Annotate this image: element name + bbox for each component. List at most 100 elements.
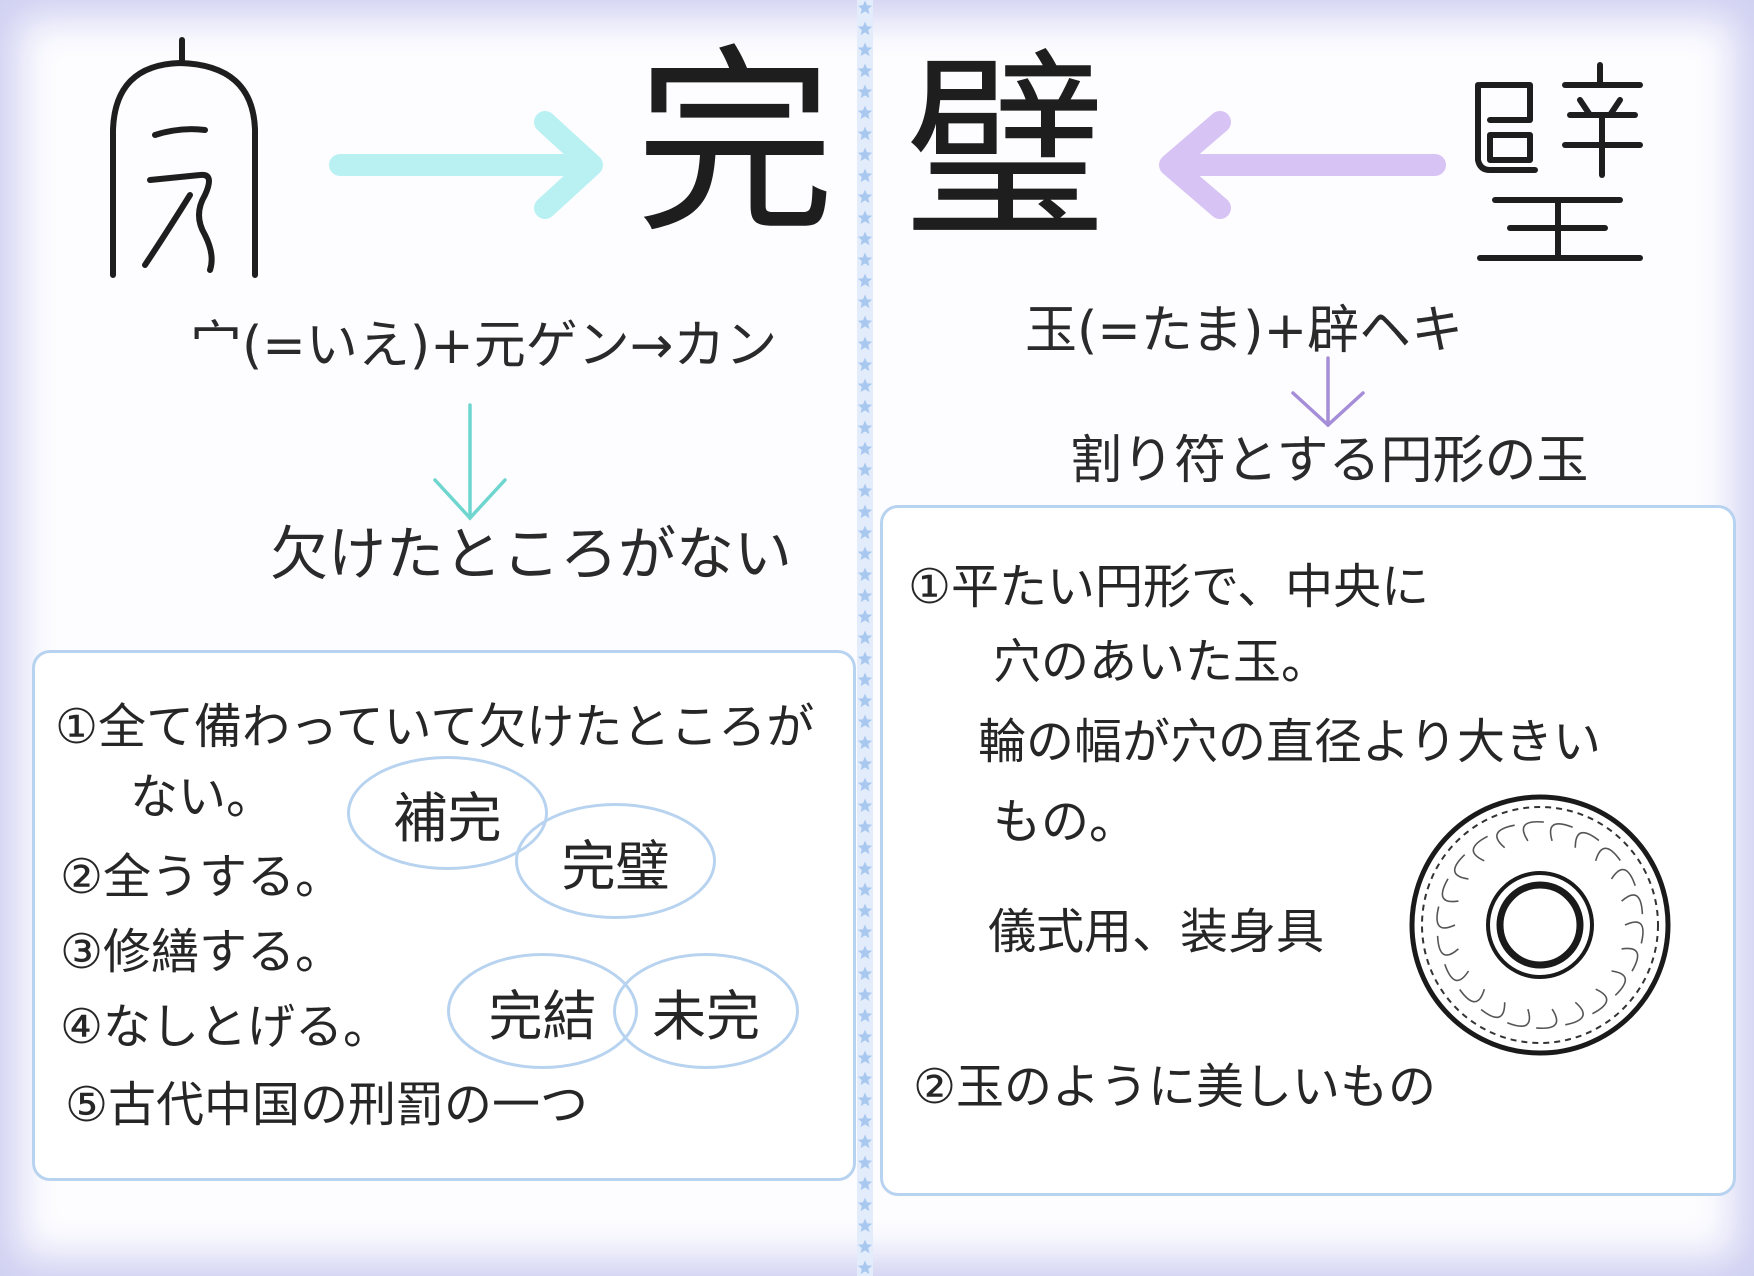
divider-star [857, 924, 873, 939]
divider-star [857, 1197, 873, 1212]
divider-star [857, 21, 873, 36]
down-arrow-left [433, 403, 507, 521]
right-formation-text: 玉(=たま)+辟ヘキ [1025, 301, 1464, 361]
left-meaning-text: 欠けたところがない [270, 520, 793, 588]
right-meaning-text: 割り符とする円形の玉 [1070, 431, 1589, 491]
divider-star [857, 546, 873, 561]
right-item-2: ②玉のように美しいもの [913, 1059, 1437, 1115]
left-formation-text: 宀(=いえ)+元ゲン→カン [190, 316, 778, 376]
divider-star [857, 315, 873, 330]
kanji-heki: 璧 [905, 33, 1106, 266]
divider-star [857, 693, 873, 708]
disc-swirl [1536, 1008, 1558, 1030]
disc-swirl [1441, 878, 1459, 903]
divider-star [857, 756, 873, 771]
right-item-1-usage: 儀式用、装身具 [988, 904, 1325, 960]
disc-swirl [1549, 823, 1573, 842]
disc-swirl [1459, 988, 1486, 1003]
left-definition-box: ①全て備わっていて欠けたところが ない。 ②全うする。 ③修繕する。 ④なしとげ… [32, 650, 856, 1181]
divider-star [857, 462, 873, 477]
divider-star [857, 378, 873, 393]
left-arrow-purple [1159, 111, 1446, 219]
left-item-4: ④なしとげる。 [60, 999, 392, 1055]
compound-mikan: 未完 [613, 953, 799, 1069]
compound-kanketsu: 完結 [447, 953, 638, 1069]
disc-swirl [1624, 921, 1644, 944]
divider-star [857, 126, 873, 141]
disc-swirl [1522, 820, 1544, 842]
divider-star [857, 63, 873, 78]
right-item-1: ①平たい円形で、中央に [908, 559, 1430, 615]
divider-star [857, 294, 873, 309]
divider-star [857, 525, 873, 540]
divider-star [857, 336, 873, 351]
divider-star [857, 0, 873, 15]
right-item-1-note-cont: もの。 [993, 794, 1138, 850]
divider-star [857, 420, 873, 435]
right-arrow-cyan [329, 111, 603, 219]
divider-star [857, 210, 873, 225]
divider-star [857, 105, 873, 120]
divider-star [857, 588, 873, 603]
right-definition-box: ①平たい円形で、中央に 穴のあいた玉。 輪の幅が穴の直径より大きい もの。 儀式… [880, 505, 1736, 1196]
right-item-1-note: 輪の幅が穴の直径より大きい [978, 714, 1602, 770]
divider-star [857, 441, 873, 456]
ancient-kan-seal-glyph-icon [110, 37, 258, 278]
disc-swirl [1592, 988, 1608, 1015]
disc-swirl [1496, 824, 1515, 849]
divider-star [857, 735, 873, 750]
divider-star [857, 252, 873, 267]
disc-swirl [1436, 935, 1459, 956]
divider-star [857, 1134, 873, 1149]
divider-star [857, 819, 873, 834]
divider-star [857, 840, 873, 855]
disc-swirl [1507, 1008, 1531, 1027]
divider-star [857, 945, 873, 960]
disc-swirl [1610, 868, 1636, 886]
disc-swirl [1594, 847, 1621, 862]
divider-star [857, 714, 873, 729]
disc-swirl [1436, 906, 1456, 929]
divider-star [857, 1071, 873, 1086]
divider-star [857, 42, 873, 57]
kanji-kan: 完 [635, 28, 836, 261]
divider-star [857, 1176, 873, 1191]
compound-hokan: 補完 [347, 756, 548, 870]
divider-star [857, 651, 873, 666]
divider-star [857, 1008, 873, 1023]
disc-swirl [1621, 947, 1639, 972]
disc-swirl [1472, 835, 1488, 862]
divider-star [857, 966, 873, 981]
compound-kanpeki: 完璧 [515, 803, 716, 919]
left-item-1-cont: ない。 [130, 769, 275, 825]
divider-star [857, 1239, 873, 1254]
star-divider [857, 0, 873, 1276]
divider-star [857, 147, 873, 162]
divider-star [857, 1050, 873, 1065]
divider-star [857, 84, 873, 99]
divider-star [857, 357, 873, 372]
disc-swirl [1453, 854, 1469, 880]
divider-star [857, 168, 873, 183]
disc-swirl [1574, 831, 1600, 848]
left-item-5: ⑤古代中国の刑罰の一つ [65, 1077, 589, 1133]
disc-swirl [1480, 1002, 1506, 1019]
divider-star [857, 1218, 873, 1233]
disc-swirl [1565, 1001, 1584, 1026]
divider-star [857, 1113, 873, 1128]
divider-star [857, 1029, 873, 1044]
divider-star [857, 399, 873, 414]
divider-star [857, 483, 873, 498]
left-item-2: ②全うする。 [60, 849, 344, 905]
divider-star [857, 1092, 873, 1107]
divider-star [857, 273, 873, 288]
left-item-3: ③修繕する。 [60, 924, 344, 980]
divider-star [857, 1155, 873, 1170]
divider-star [857, 882, 873, 897]
down-arrow-right [1291, 356, 1365, 428]
divider-star [857, 504, 873, 519]
ancient-heki-seal-glyph-icon [1475, 62, 1643, 261]
jade-bi-disc-icon [1409, 794, 1671, 1056]
right-item-1-cont: 穴のあいた玉。 [993, 634, 1330, 690]
